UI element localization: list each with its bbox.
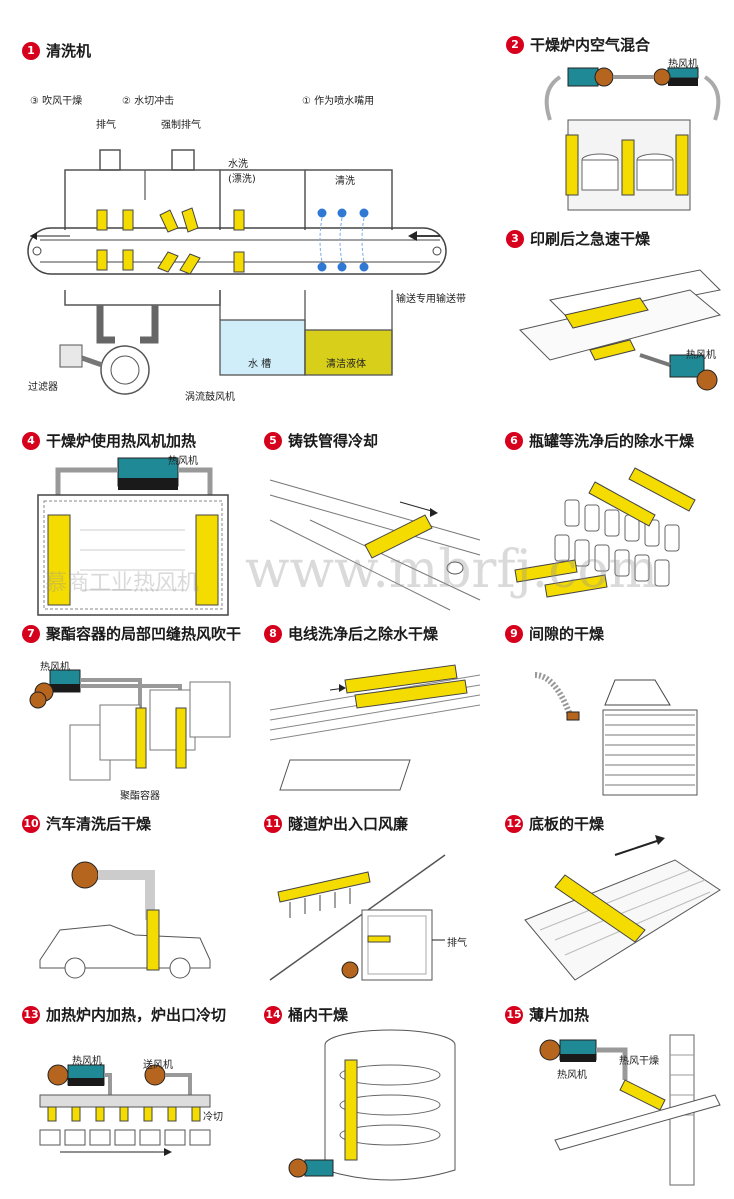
panel-10-title-text: 汽车清洗后干燥 bbox=[46, 815, 152, 833]
gap-drying-diagram bbox=[534, 672, 698, 796]
oven-heating-diagram bbox=[37, 457, 229, 616]
panel-15-title-text: 薄片加热 bbox=[529, 1006, 590, 1024]
panel-9: 9 间隙的干燥 bbox=[495, 620, 734, 810]
p13-heater-label: 热风机 bbox=[72, 1056, 102, 1067]
panel-5-title: 5 铸铁管得冷却 bbox=[264, 430, 378, 451]
panel-3-title: 3 印刷后之急速干燥 bbox=[506, 228, 650, 249]
panel-13: 13 加热炉内加热，炉出口冷切 热风机 送风机 冷切 bbox=[0, 1000, 250, 1199]
panel-3: 3 印刷后之急速干燥 热风机 bbox=[490, 220, 734, 420]
panel-12: 12 底板的干燥 bbox=[495, 810, 734, 1000]
bottle-drying-diagram bbox=[514, 467, 696, 598]
badge-8: 8 bbox=[264, 624, 282, 643]
panel-1-title: 1 清洗机 bbox=[22, 40, 91, 61]
p13-fan-label: 送风机 bbox=[143, 1060, 173, 1071]
board-drying-diagram bbox=[524, 835, 721, 981]
panel-4: 4 干燥炉使用热风机加热 热风机 bbox=[0, 420, 250, 620]
label-exhaust: 排气 bbox=[96, 120, 116, 131]
label-filter: 过滤器 bbox=[28, 382, 58, 393]
panel-8-title: 8 电线洗净后之除水干燥 bbox=[264, 623, 438, 644]
panel-8: 8 电线洗净后之除水干燥 bbox=[250, 620, 495, 810]
panel-11-title-text: 隧道炉出入口风廉 bbox=[288, 815, 409, 833]
panel-4-title: 4 干燥炉使用热风机加热 bbox=[22, 430, 196, 451]
panel-10: 10 汽车清洗后干燥 bbox=[0, 810, 250, 1000]
badge-4: 4 bbox=[22, 431, 40, 450]
badge-6: 6 bbox=[505, 431, 523, 450]
p3-heater-label: 热风机 bbox=[686, 350, 716, 361]
panel-13-title: 13 加热炉内加热，炉出口冷切 bbox=[22, 1004, 226, 1025]
panel-1-title-text: 清洗机 bbox=[46, 42, 92, 60]
panel-13-title-text: 加热炉内加热，炉出口冷切 bbox=[46, 1006, 227, 1024]
badge-14: 14 bbox=[264, 1005, 282, 1024]
panel-12-title-text: 底板的干燥 bbox=[529, 815, 605, 833]
panel-14: 14 桶内干燥 bbox=[250, 1000, 495, 1199]
label-vortex: 涡流鼓风机 bbox=[185, 392, 235, 403]
label-belt: 输送专用输送带 bbox=[396, 294, 466, 305]
p4-heater-label: 热风机 bbox=[168, 456, 198, 467]
panel-6-title-text: 瓶罐等洗净后的除水干燥 bbox=[529, 432, 695, 450]
badge-12: 12 bbox=[505, 814, 523, 833]
panel-9-title: 9 间隙的干燥 bbox=[505, 623, 604, 644]
label-rinse: 水洗 (漂洗) bbox=[228, 159, 256, 185]
furnace-diagram bbox=[39, 1064, 211, 1156]
badge-3: 3 bbox=[506, 229, 524, 248]
badge-5: 5 bbox=[264, 431, 282, 450]
badge-9: 9 bbox=[505, 624, 523, 643]
label-cut: ② 水切冲击 bbox=[122, 96, 175, 107]
p11-exhaust-label: 排气 bbox=[447, 938, 467, 949]
panel-1: 1 清洗机 bbox=[0, 0, 490, 420]
p13-cool-label: 冷切 bbox=[203, 1112, 223, 1123]
panel-4-title-text: 干燥炉使用热风机加热 bbox=[46, 432, 197, 450]
p15-heater-label: 热风机 bbox=[557, 1070, 587, 1081]
panel-7-title-text: 聚酯容器的局部凹缝热风吹干 bbox=[46, 625, 242, 643]
panel-11-title: 11 隧道炉出入口风廉 bbox=[264, 813, 408, 834]
panel-6-title: 6 瓶罐等洗净后的除水干燥 bbox=[505, 430, 694, 451]
sheet-heating-diagram bbox=[539, 1034, 721, 1186]
badge-2: 2 bbox=[506, 35, 524, 54]
oven-mixing-diagram bbox=[544, 67, 721, 211]
panel-10-title: 10 汽车清洗后干燥 bbox=[22, 813, 151, 834]
label-nozzle: ① 作为喷水嘴用 bbox=[302, 96, 375, 107]
badge-13: 13 bbox=[22, 1005, 40, 1024]
p7-container-label: 聚酯容器 bbox=[120, 791, 160, 802]
panel-15: 15 薄片加热 热风机 热风干燥 bbox=[495, 1000, 734, 1199]
polyester-container-diagram bbox=[29, 669, 231, 781]
label-forced: 强制排气 bbox=[161, 120, 201, 131]
panel-2: 2 干燥炉内空气混合 热风机 bbox=[490, 0, 734, 220]
panel-2-title-text: 干燥炉内空气混合 bbox=[530, 36, 651, 54]
p15-dry-label: 热风干燥 bbox=[619, 1056, 659, 1067]
panel-15-title: 15 薄片加热 bbox=[505, 1004, 589, 1025]
panel-14-title-text: 桶内干燥 bbox=[288, 1006, 349, 1024]
label-blow: ③ 吹风干燥 bbox=[30, 96, 83, 107]
label-clean: 清洁液体 bbox=[326, 359, 366, 370]
panel-8-title-text: 电线洗净后之除水干燥 bbox=[288, 625, 439, 643]
washer-diagram bbox=[27, 149, 447, 395]
badge-15: 15 bbox=[505, 1005, 523, 1024]
badge-10: 10 bbox=[22, 814, 40, 833]
panel-7: 7 聚酯容器的局部凹缝热风吹干 热风机 聚酯容器 bbox=[0, 620, 250, 810]
label-wash: 清洗 bbox=[335, 176, 355, 187]
p2-heater-label: 热风机 bbox=[668, 59, 698, 70]
wire-drying-diagram bbox=[269, 664, 481, 791]
panel-2-title: 2 干燥炉内空气混合 bbox=[506, 34, 650, 55]
tunnel-curtain-diagram bbox=[269, 854, 446, 981]
print-drying-diagram bbox=[519, 269, 722, 391]
panel-11: 11 隧道炉出入口风廉 排气 bbox=[250, 810, 495, 1000]
panel-3-title-text: 印刷后之急速干燥 bbox=[530, 230, 651, 248]
barrel-drying-diagram bbox=[288, 1029, 456, 1181]
panel-7-title: 7 聚酯容器的局部凹缝热风吹干 bbox=[22, 623, 241, 644]
panel-5: 5 铸铁管得冷却 bbox=[250, 420, 495, 620]
panel-12-title: 12 底板的干燥 bbox=[505, 813, 604, 834]
panel-5-title-text: 铸铁管得冷却 bbox=[288, 432, 379, 450]
panel-6: 6 瓶罐等洗净后的除水干燥 bbox=[495, 420, 734, 620]
car-drying-diagram bbox=[39, 861, 211, 979]
badge-11: 11 bbox=[264, 814, 282, 833]
p7-heater-label: 热风机 bbox=[40, 662, 70, 673]
panel-14-title: 14 桶内干燥 bbox=[264, 1004, 348, 1025]
pipe-cooling-diagram bbox=[269, 479, 481, 611]
panel-9-title-text: 间隙的干燥 bbox=[529, 625, 605, 643]
label-tank: 水 槽 bbox=[248, 359, 272, 370]
badge-7: 7 bbox=[22, 624, 40, 643]
badge-1: 1 bbox=[22, 41, 40, 60]
